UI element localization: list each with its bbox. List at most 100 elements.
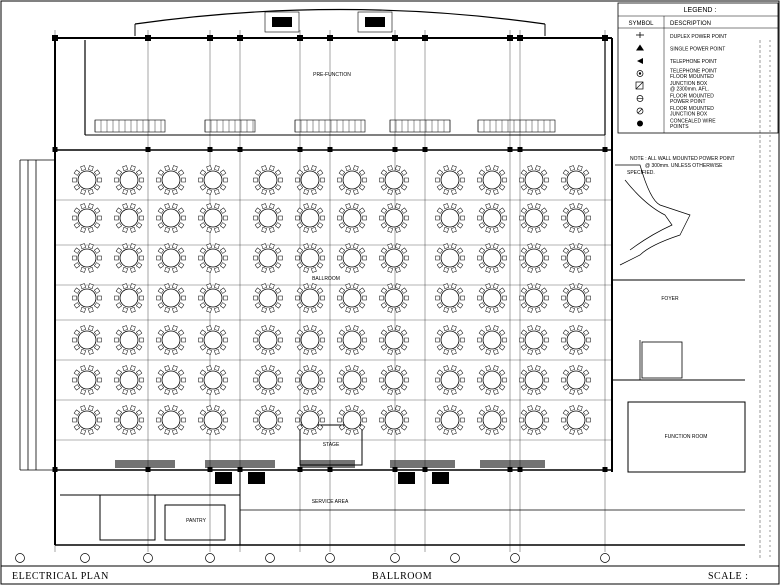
window-bay bbox=[204, 119, 256, 133]
chair bbox=[345, 267, 351, 273]
chair bbox=[502, 177, 507, 183]
chair bbox=[296, 207, 304, 214]
chair bbox=[493, 365, 499, 371]
chair bbox=[345, 325, 351, 331]
chair bbox=[181, 255, 186, 261]
chair bbox=[456, 424, 464, 431]
chair bbox=[97, 177, 102, 183]
chair bbox=[172, 165, 178, 171]
chair bbox=[80, 189, 86, 195]
chair bbox=[214, 307, 220, 313]
banquet-table-layout bbox=[72, 165, 591, 435]
chair bbox=[214, 267, 220, 273]
grid-bubble bbox=[143, 553, 153, 563]
chair bbox=[451, 429, 457, 435]
structural-column bbox=[517, 467, 523, 472]
chair bbox=[358, 262, 366, 269]
chair bbox=[443, 243, 449, 249]
legend-item-label: DUPLEX POWER POINT bbox=[670, 34, 727, 40]
round-table bbox=[477, 405, 507, 435]
grid-bubble bbox=[450, 553, 460, 563]
chair bbox=[122, 267, 128, 273]
chair bbox=[478, 384, 486, 391]
chair bbox=[485, 405, 491, 411]
chair bbox=[485, 165, 491, 171]
chair bbox=[443, 429, 449, 435]
chair bbox=[198, 377, 203, 383]
chair bbox=[544, 377, 549, 383]
window-bay bbox=[477, 119, 556, 133]
chair bbox=[93, 329, 101, 336]
chair bbox=[88, 203, 94, 209]
chair bbox=[269, 307, 275, 313]
round-table bbox=[435, 283, 465, 313]
chair bbox=[519, 377, 524, 383]
chair bbox=[493, 283, 499, 289]
chair bbox=[527, 307, 533, 313]
chair bbox=[362, 337, 367, 343]
chair bbox=[73, 184, 81, 191]
chair bbox=[345, 203, 351, 209]
chair bbox=[520, 344, 528, 351]
chair bbox=[316, 287, 324, 294]
chair bbox=[520, 222, 528, 229]
chair bbox=[311, 389, 317, 395]
chair bbox=[498, 247, 506, 254]
chair bbox=[114, 377, 119, 383]
chair bbox=[353, 405, 359, 411]
single-power-point-icon bbox=[636, 44, 644, 51]
chair bbox=[80, 325, 86, 331]
chair bbox=[219, 247, 227, 254]
legend-item-label: FLOOR MOUNTED bbox=[670, 94, 714, 100]
room-label-foyer: FOYER bbox=[661, 296, 679, 302]
chair bbox=[586, 177, 591, 183]
grid-bubble bbox=[80, 553, 90, 563]
chair bbox=[485, 267, 491, 273]
chair bbox=[254, 247, 262, 254]
chair bbox=[493, 429, 499, 435]
chair bbox=[527, 325, 533, 331]
chair bbox=[436, 262, 444, 269]
chair bbox=[460, 295, 465, 301]
chair bbox=[561, 337, 566, 343]
chair bbox=[80, 203, 86, 209]
round-table bbox=[519, 365, 549, 395]
chair bbox=[261, 389, 267, 395]
chair bbox=[562, 384, 570, 391]
chair bbox=[353, 365, 359, 371]
round-table bbox=[337, 365, 367, 395]
chair bbox=[493, 307, 499, 313]
chair bbox=[206, 189, 212, 195]
chair bbox=[72, 177, 77, 183]
chair bbox=[337, 337, 342, 343]
chair bbox=[311, 227, 317, 233]
chair bbox=[135, 302, 143, 309]
chair bbox=[181, 215, 186, 221]
chair bbox=[345, 389, 351, 395]
chair bbox=[443, 267, 449, 273]
room-label-ballroom: BALLROOM bbox=[312, 276, 340, 282]
legend-item: DUPLEX POWER POINT bbox=[636, 32, 727, 40]
chair bbox=[115, 384, 123, 391]
chair bbox=[88, 243, 94, 249]
chair bbox=[219, 287, 227, 294]
chair bbox=[219, 184, 227, 191]
chair bbox=[295, 177, 300, 183]
chair bbox=[498, 262, 506, 269]
round-table bbox=[477, 325, 507, 355]
chair bbox=[535, 189, 541, 195]
chair bbox=[206, 429, 212, 435]
chair bbox=[540, 222, 548, 229]
round-table bbox=[198, 203, 228, 233]
legend-item-label: POWER POINT bbox=[670, 99, 706, 105]
chair bbox=[540, 184, 548, 191]
structural-column bbox=[145, 467, 151, 472]
chair bbox=[345, 349, 351, 355]
chair bbox=[274, 207, 282, 214]
chair bbox=[535, 203, 541, 209]
chair bbox=[540, 424, 548, 431]
chair bbox=[443, 227, 449, 233]
chair bbox=[485, 307, 491, 313]
